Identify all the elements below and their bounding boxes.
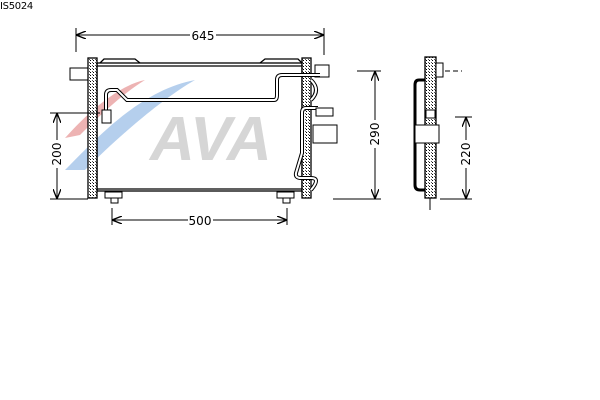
dimension-500: 500 [189,214,212,228]
ava-logo-watermark: AVA [65,80,272,174]
dimension-290: 290 [368,123,382,146]
dimension-220: 220 [459,143,473,166]
dimension-lines [50,28,472,225]
condenser-front-view [69,56,462,210]
part-number-label: IS5024 [0,1,33,12]
dimension-645: 645 [192,29,215,43]
svg-text:AVA: AVA [148,105,272,174]
dimension-200: 200 [50,143,64,166]
